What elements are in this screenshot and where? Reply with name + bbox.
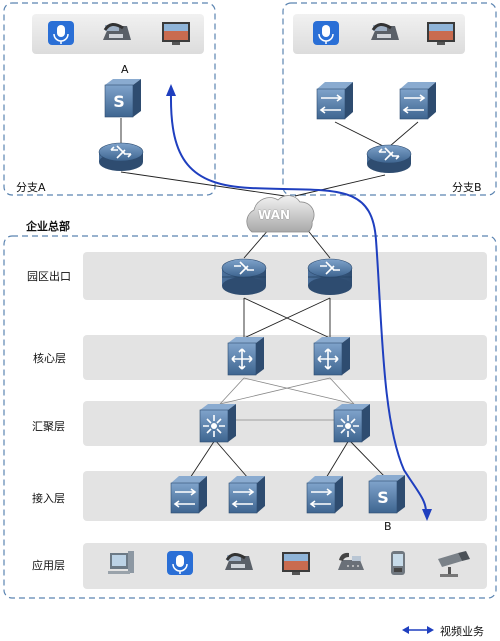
branch-a-label: 分支A bbox=[16, 181, 46, 194]
video-path-arrow-start bbox=[166, 84, 176, 96]
pda-icon bbox=[391, 551, 405, 575]
legend-label: 视频业务 bbox=[440, 625, 484, 638]
access-switch-2 bbox=[228, 475, 266, 514]
layer-band-aggregation bbox=[83, 401, 487, 446]
branch-a-frame bbox=[3, 2, 216, 196]
access-switch-3 bbox=[306, 475, 344, 514]
wan-cloud bbox=[246, 195, 315, 233]
microphone-icon bbox=[47, 20, 75, 46]
video-path bbox=[169, 93, 427, 513]
layer-label-access: 接入层 bbox=[32, 492, 65, 505]
layer-label-application: 应用层 bbox=[32, 559, 65, 572]
branch-b-label: 分支B bbox=[452, 181, 482, 194]
branch-b-router bbox=[366, 144, 412, 174]
access-device-marker: B bbox=[384, 520, 392, 533]
layer-label-aggregation: 汇聚层 bbox=[32, 420, 65, 433]
branch-b-switch-1 bbox=[316, 81, 354, 120]
video-path-arrow-end bbox=[422, 509, 432, 521]
aggregation-switch-2 bbox=[333, 403, 371, 443]
layer-label-exit: 园区出口 bbox=[27, 270, 71, 283]
microphone-icon bbox=[166, 550, 194, 576]
video-phone-icon bbox=[223, 552, 255, 572]
branch-a-router bbox=[98, 142, 144, 172]
wan-label: WAN bbox=[258, 208, 291, 222]
access-s-switch bbox=[368, 474, 406, 514]
aggregation-access-links bbox=[189, 439, 387, 479]
branch-b-switch-2 bbox=[399, 81, 437, 120]
exit-router-2 bbox=[307, 258, 353, 296]
layer-band-exit bbox=[83, 252, 487, 300]
video-screen-icon bbox=[282, 552, 310, 575]
hq-title: 企业总部 bbox=[26, 220, 70, 233]
branch-a-device-marker: A bbox=[121, 63, 129, 76]
layer-band-core bbox=[83, 335, 487, 380]
aggregation-switch-1 bbox=[199, 403, 237, 443]
exit-router-1 bbox=[221, 258, 267, 296]
access-switch-1 bbox=[170, 475, 208, 514]
video-phone-icon bbox=[101, 22, 133, 42]
network-links bbox=[120, 118, 419, 339]
core-aggregation-links bbox=[219, 377, 355, 421]
core-switch-1 bbox=[227, 336, 265, 376]
microphone-icon bbox=[312, 20, 340, 46]
legend-arrow bbox=[402, 626, 434, 634]
video-screen-icon bbox=[427, 22, 455, 45]
layer-label-core: 核心层 bbox=[33, 352, 66, 365]
branch-a-s-switch bbox=[104, 78, 142, 118]
video-phone-icon bbox=[369, 22, 401, 42]
core-switch-2 bbox=[313, 336, 351, 376]
video-screen-icon bbox=[162, 22, 190, 45]
hq-frame bbox=[3, 235, 497, 599]
branch-b-frame bbox=[282, 2, 497, 196]
